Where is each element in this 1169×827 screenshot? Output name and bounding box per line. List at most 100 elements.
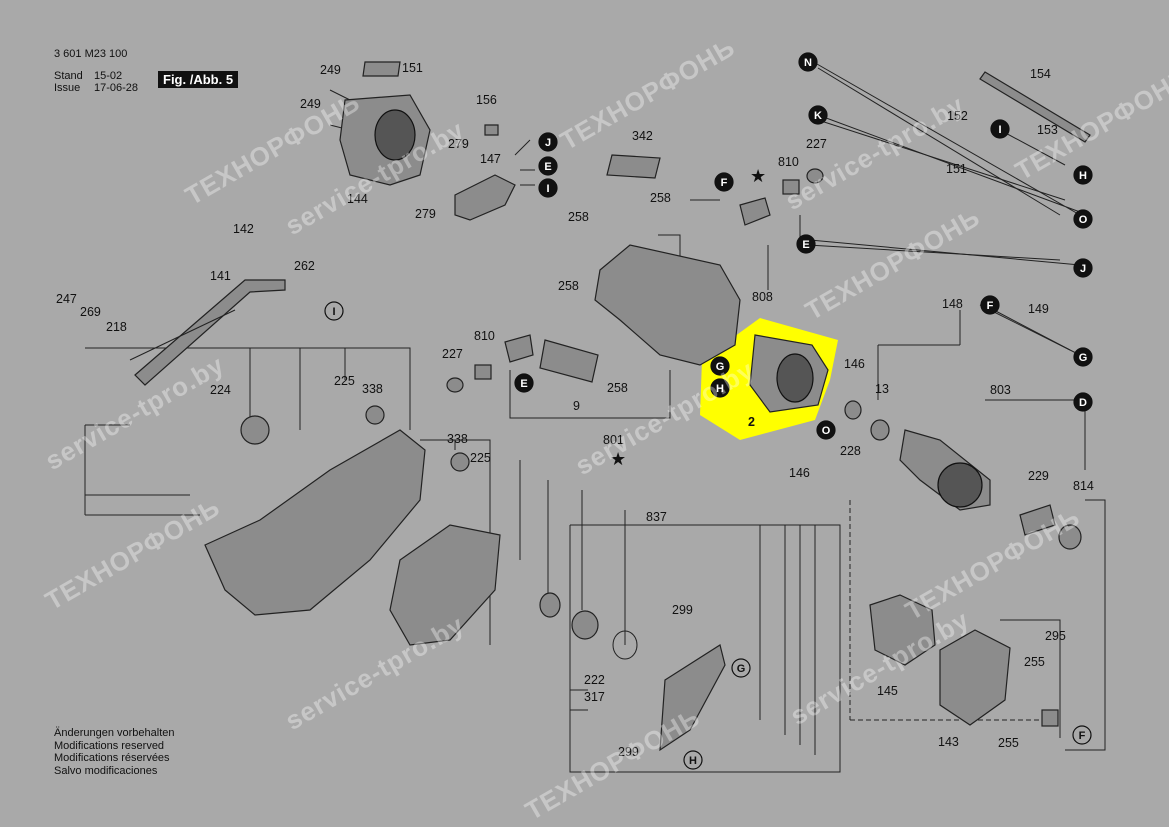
part-label-l249a: 249 xyxy=(320,63,341,77)
figure-label: Fig. /Abb. 5 xyxy=(158,71,239,88)
housing-144-opening xyxy=(374,109,416,161)
part-label-l262: 262 xyxy=(294,259,315,273)
footer-line-en: Modifications reserved xyxy=(54,739,165,752)
part-label-l249b: 249 xyxy=(300,97,321,111)
part-label-l9: 9 xyxy=(573,399,580,413)
part-label-l229: 229 xyxy=(1028,469,1049,483)
part-label-l143: 143 xyxy=(938,735,959,749)
washer-224 xyxy=(240,415,270,445)
part-label-l218: 218 xyxy=(106,320,127,334)
part-label-l225a: 225 xyxy=(334,374,355,388)
svg-text:K: K xyxy=(814,110,822,122)
part-label-l299b: 299 xyxy=(618,745,639,759)
part-label-l153: 153 xyxy=(1037,123,1058,137)
ref-marker-o2: O xyxy=(1073,209,1093,229)
armature-fan xyxy=(937,462,983,508)
brush-810b xyxy=(474,364,492,380)
bearing-837a xyxy=(539,592,561,618)
svg-text:E: E xyxy=(520,378,527,390)
ref-marker-i1: I xyxy=(538,178,558,198)
part-label-l142: 142 xyxy=(233,222,254,236)
svg-text:N: N xyxy=(804,57,812,69)
switch-147 xyxy=(454,174,516,221)
fan-housing-145 xyxy=(869,594,936,666)
svg-text:F: F xyxy=(721,177,728,189)
svg-text:D: D xyxy=(1079,397,1087,409)
blade-guard xyxy=(204,429,426,616)
ref-marker-k: K xyxy=(808,105,828,125)
part-label-l338b: 338 xyxy=(447,432,468,446)
ref-marker-g1: G xyxy=(710,356,730,376)
bearing-814 xyxy=(1058,524,1082,550)
part-label-l222: 222 xyxy=(584,673,605,687)
svg-text:J: J xyxy=(1080,263,1086,275)
wire-i xyxy=(999,129,1066,166)
blade-guard-cover xyxy=(389,524,501,646)
part-label-l810b: 810 xyxy=(474,329,495,343)
svg-text:F: F xyxy=(1079,730,1086,742)
part-label-l258d: 258 xyxy=(607,381,628,395)
part-label-l146a: 146 xyxy=(844,357,865,371)
part-label-l2: 2 xyxy=(748,415,755,429)
ref-marker-n: N xyxy=(798,52,818,72)
part-label-l154: 154 xyxy=(1030,67,1051,81)
svg-text:G: G xyxy=(1079,352,1088,364)
ref-marker-j2: J xyxy=(1073,258,1093,278)
issue-value: 17-06-28 xyxy=(94,82,139,94)
plate-151 xyxy=(362,61,401,77)
svg-text:O: O xyxy=(1079,214,1088,226)
part-label-l151b: 151 xyxy=(946,162,967,176)
part-label-l224: 224 xyxy=(210,383,231,397)
star-icon-810: ★ xyxy=(750,166,766,186)
part-label-l146b: 146 xyxy=(789,466,810,480)
parts-group xyxy=(129,61,1091,752)
svg-text:G: G xyxy=(716,361,725,373)
part-label-l279a: 279 xyxy=(448,137,469,151)
wire-n xyxy=(817,67,1061,216)
part-label-l144: 144 xyxy=(347,192,368,206)
ref-marker-h1: H xyxy=(710,378,730,398)
plate-9 xyxy=(539,339,599,383)
part-label-l279b: 279 xyxy=(415,207,436,221)
ref-marker-e2: E xyxy=(514,373,534,393)
part-label-l145: 145 xyxy=(877,684,898,698)
footer-line-fr: Modifications réservées xyxy=(54,752,170,764)
svg-text:H: H xyxy=(716,383,724,395)
part-label-l141: 141 xyxy=(210,269,231,283)
ref-marker-g2: G xyxy=(1073,347,1093,367)
plate-342 xyxy=(606,154,661,179)
svg-text:I: I xyxy=(546,183,549,195)
part-label-l317: 317 xyxy=(584,690,605,704)
plate-837d xyxy=(659,644,726,752)
part-label-l258a: 258 xyxy=(568,210,589,224)
part-label-l342: 342 xyxy=(632,129,653,143)
cap-227a xyxy=(806,168,824,184)
part-label-l225b: 225 xyxy=(470,451,491,465)
part-label-l803: 803 xyxy=(990,383,1011,397)
stator-2-core xyxy=(776,353,814,403)
arm-141 xyxy=(134,279,286,386)
bracket-229 xyxy=(1019,504,1056,536)
ref-marker-j1: J xyxy=(538,132,558,152)
ring-837b xyxy=(571,610,599,640)
part-label-l269: 269 xyxy=(80,305,101,319)
cap-227b xyxy=(446,377,464,393)
stand-value: 15-02 xyxy=(94,70,123,82)
ref-marker-g3: G xyxy=(731,658,751,678)
part-label-l299a: 299 xyxy=(672,603,693,617)
svg-text:H: H xyxy=(689,755,697,767)
part-label-l247: 247 xyxy=(56,292,77,306)
washer-837c xyxy=(612,630,638,660)
ref-marker-d: D xyxy=(1073,392,1093,412)
star-icon-801: ★ xyxy=(610,449,626,469)
svg-text:O: O xyxy=(822,425,831,437)
part-label-l338a: 338 xyxy=(362,382,383,396)
doc-number: 3 601 M23 100 xyxy=(54,48,128,60)
svg-text:G: G xyxy=(737,663,746,675)
footer-line-es: Salvo modificaciones xyxy=(54,764,158,777)
brush-holder-810b xyxy=(504,334,534,363)
brush-holder-810a xyxy=(739,197,771,226)
part-label-l801: 801 xyxy=(603,433,624,447)
